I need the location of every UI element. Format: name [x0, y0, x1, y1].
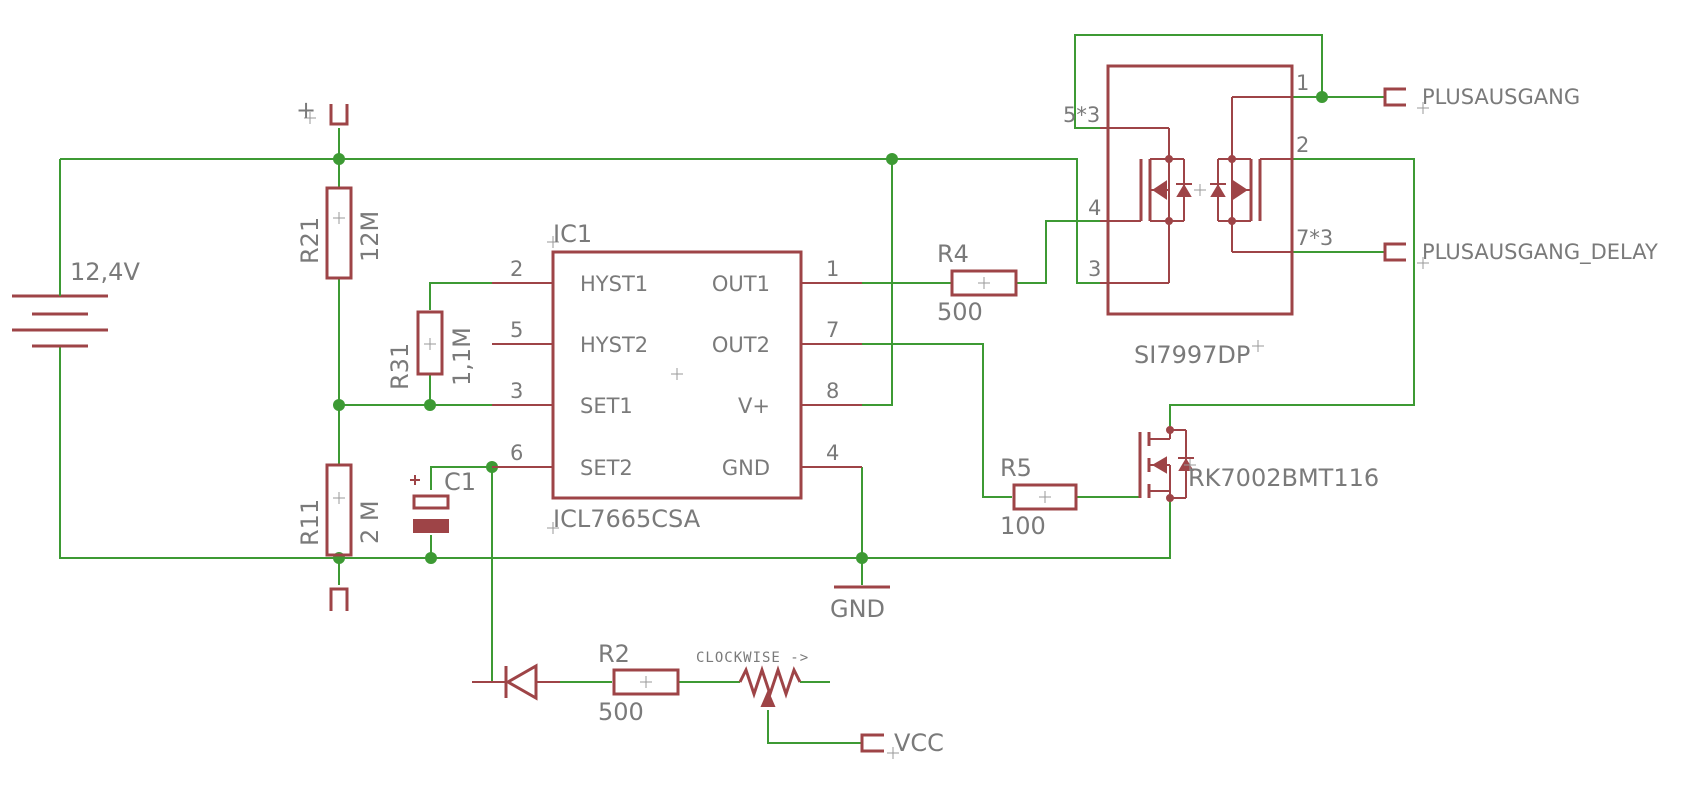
- ic1-name: IC1: [553, 220, 592, 248]
- ic1-pin-num: 5: [510, 318, 523, 342]
- r2-value: 500: [598, 698, 644, 726]
- plus-supply-symbol: +: [296, 96, 349, 126]
- ic1-pin-label: SET2: [580, 456, 633, 480]
- out-main-connector: PLUSAUSGANG: [1383, 85, 1580, 114]
- dual-mosfet-symbol: [1100, 96, 1292, 284]
- wire-c1-top: [430, 466, 492, 490]
- r31-value: 1,1M: [448, 327, 476, 386]
- r11-value: 2 M: [356, 500, 384, 544]
- ic1-pin-num: 2: [510, 257, 523, 281]
- wire-pin5-loop: [1074, 34, 1323, 129]
- junction-dot: [886, 153, 898, 165]
- junction-dot: [333, 153, 345, 165]
- plus-net-label: +: [296, 96, 316, 124]
- r11-name: R11: [296, 499, 324, 546]
- wire-pot-wiper: [767, 710, 862, 744]
- ic1-pin-label: OUT2: [712, 333, 770, 357]
- out-delay-label: PLUSAUSGANG_DELAY: [1422, 240, 1658, 265]
- junctions: [333, 91, 1328, 564]
- wires: [59, 34, 1415, 744]
- junction-dot: [424, 399, 436, 411]
- wire-set2-diode: [491, 467, 506, 683]
- ic1-pin-label: SET1: [580, 394, 633, 418]
- r5-value: 100: [1000, 512, 1046, 540]
- ic1-part: ICL7665CSA: [553, 505, 701, 533]
- si7997-pin-label: 7*3: [1296, 226, 1333, 250]
- ic1-pin-label: OUT1: [712, 272, 770, 296]
- out-main-label: PLUSAUSGANG: [1422, 85, 1580, 109]
- wire-r4-mosfet: [1016, 220, 1100, 284]
- junction-dot: [425, 552, 437, 564]
- rk7002-part: RK7002BMT116: [1188, 464, 1379, 492]
- si7997-pin-label: 5*3: [1063, 103, 1100, 127]
- r21-resistor: R21 12M: [296, 186, 384, 280]
- potentiometer-symbol: CLOCKWISE ->: [696, 650, 809, 707]
- out-delay-connector: PLUSAUSGANG_DELAY: [1383, 240, 1658, 269]
- r5-resistor: R5 100: [1000, 454, 1078, 540]
- r4-value: 500: [937, 298, 983, 326]
- vcc-net-label: VCC: [894, 729, 944, 757]
- si7997-part: SI7997DP: [1134, 341, 1250, 369]
- junction-dot: [333, 399, 345, 411]
- r31-resistor: R31 1,1M: [386, 310, 476, 390]
- r4-resistor: R4 500: [937, 240, 1018, 326]
- gnd-symbol: GND: [830, 585, 890, 623]
- wire-pin2: [1169, 158, 1415, 430]
- si7997-pin-label: 4: [1088, 196, 1101, 220]
- r11-resistor: R11 2 M: [296, 463, 384, 557]
- ic1-pin-num: 4: [826, 441, 839, 465]
- si7997-pin-label: 1: [1296, 71, 1309, 95]
- ic1-pin-label: GND: [722, 456, 770, 480]
- wire-battery-bottom: [59, 346, 339, 559]
- r2-name: R2: [598, 640, 630, 668]
- si7997-pin-label: 3: [1088, 257, 1101, 281]
- ic1-pin-num: 7: [826, 318, 839, 342]
- si7997-chip: 5*3 4 3 1 2 7*3 SI7997DP: [1063, 64, 1333, 369]
- r31-name: R31: [386, 343, 414, 390]
- battery-value: 12,4V: [70, 258, 140, 286]
- wire-vplus: [862, 159, 893, 406]
- ic1-pin-label: HYST1: [580, 272, 648, 296]
- si7997-pin-label: 2: [1296, 133, 1309, 157]
- wire-out2-r5: [862, 343, 1012, 498]
- pot-direction-label: CLOCKWISE ->: [696, 650, 809, 666]
- ic1-pin-label: V+: [738, 394, 770, 418]
- ic1-chip: IC1 ICL7665CSA 2 5 3 6 HYST1 HYST2 SET1 …: [492, 220, 862, 534]
- wire-r31-top: [429, 282, 492, 310]
- gnd-connector-left: [329, 587, 349, 611]
- ic1-pin-num: 8: [826, 379, 839, 403]
- r2-resistor: R2 500: [598, 640, 680, 726]
- junction-dot: [856, 552, 868, 564]
- vcc-connector: VCC: [860, 729, 944, 759]
- rk7002-mosfet: RK7002BMT116: [1138, 426, 1379, 502]
- junction-dot: [1316, 91, 1328, 103]
- r21-value: 12M: [356, 211, 384, 262]
- ic1-pin-num: 3: [510, 379, 523, 403]
- r21-name: R21: [296, 217, 324, 264]
- r4-name: R4: [937, 240, 969, 268]
- r5-name: R5: [1000, 454, 1032, 482]
- ic1-pin-label: HYST2: [580, 333, 648, 357]
- ic1-pin-num: 6: [510, 441, 523, 465]
- wire-gnd-rail: [339, 498, 1171, 559]
- c1-capacitor: C1: [410, 468, 476, 533]
- c1-name: C1: [444, 468, 476, 496]
- ic1-pin-num: 1: [826, 257, 839, 281]
- gnd-net-label: GND: [830, 595, 885, 623]
- diode-symbol: [472, 663, 560, 701]
- battery-symbol: 12,4V: [12, 258, 140, 348]
